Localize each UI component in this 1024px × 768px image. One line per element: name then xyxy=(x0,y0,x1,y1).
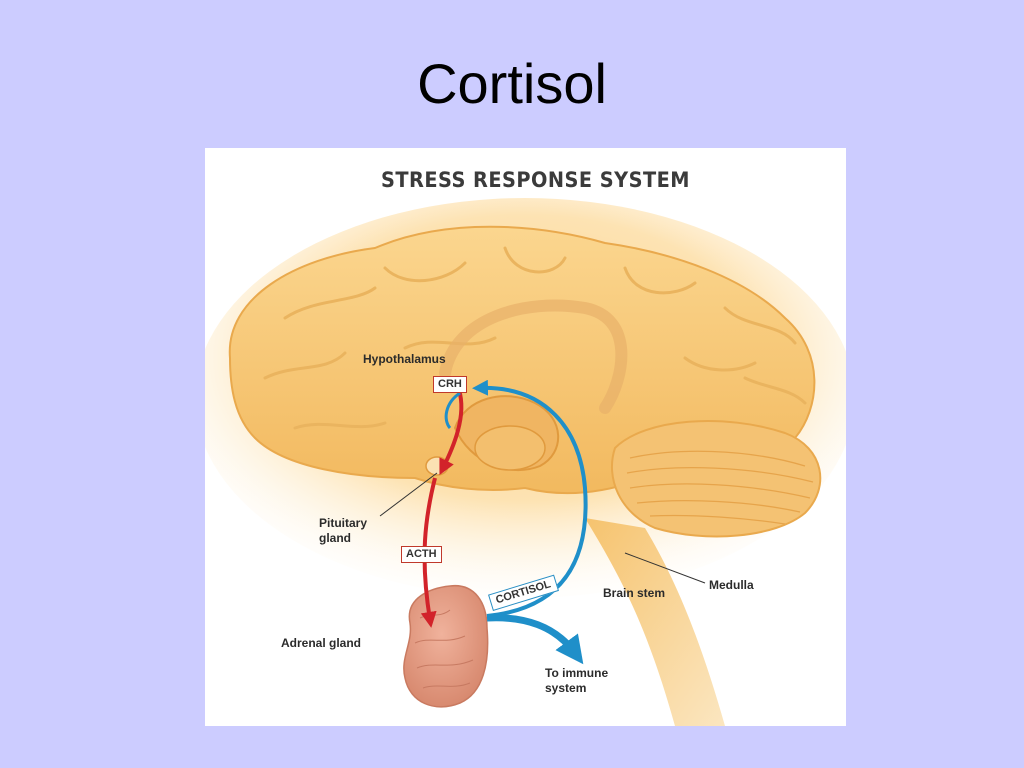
adrenal-gland-shape xyxy=(403,585,489,708)
medulla-leader xyxy=(624,552,706,584)
cerebellum-folds xyxy=(626,450,814,525)
diagram-title: STRESS RESPONSE SYSTEM xyxy=(380,168,690,192)
brain-illustration xyxy=(205,198,846,726)
stress-response-figure: STRESS RESPONSE SYSTEM Hypothalamus Pitu… xyxy=(205,148,846,726)
label-brain-stem: Brain stem xyxy=(603,586,666,600)
gyri-lines xyxy=(263,246,807,430)
brain-stem-shape xyxy=(585,518,725,726)
adrenal-texture xyxy=(414,609,474,689)
label-adrenal: Adrenal gland xyxy=(281,636,362,650)
to-immune-arrow xyxy=(486,614,584,665)
slide-title: Cortisol xyxy=(417,52,607,115)
crh-arrow xyxy=(439,389,464,476)
label-medulla: Medulla xyxy=(709,578,754,592)
hormone-acth: ACTH xyxy=(401,546,442,563)
label-hypothalamus: Hypothalamus xyxy=(363,352,446,366)
cortisol-feedback-arrow xyxy=(472,379,588,618)
acth-arrow xyxy=(420,477,437,628)
corpus-callosum xyxy=(439,299,628,414)
cerebellum-shape xyxy=(610,420,822,538)
hormone-crh: CRH xyxy=(433,376,467,393)
label-pituitary: Pituitary gland xyxy=(319,516,368,545)
pituitary-leader xyxy=(379,472,438,517)
label-immune: To immune system xyxy=(545,666,609,695)
hypothalamus-loop xyxy=(444,391,461,429)
